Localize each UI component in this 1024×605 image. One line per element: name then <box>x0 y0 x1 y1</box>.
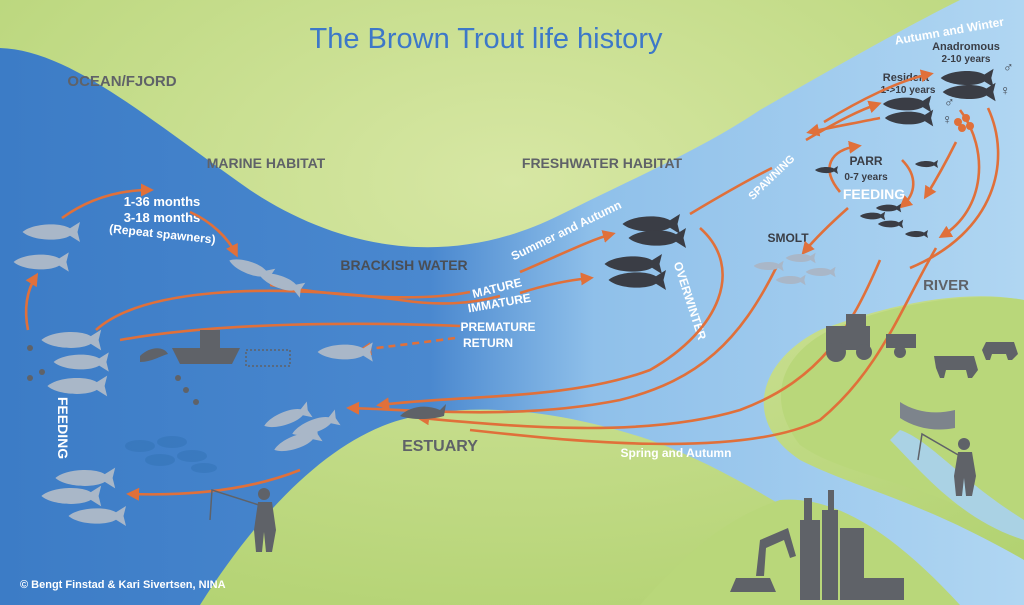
arrow-resident-back <box>806 116 881 137</box>
label-river: RIVER <box>923 277 969 294</box>
label-parr-age: 0-7 years <box>844 172 888 183</box>
angler-river-icon <box>917 432 976 496</box>
livestock-icons <box>934 342 1018 378</box>
label-resident: Resident <box>883 72 930 84</box>
label-premature: PREMATURE <box>460 320 535 334</box>
label-resident-age: 1->10 years <box>881 85 936 96</box>
arrow-immature <box>519 272 594 295</box>
otter-icon <box>400 404 446 419</box>
female-symbol-resident: ♀ <box>942 111 953 127</box>
industry-icons <box>730 490 904 600</box>
angler-marine-icon <box>209 488 276 552</box>
arrow-mature-upper <box>269 283 471 299</box>
pig-icon <box>982 342 1018 360</box>
excavator-icon <box>730 578 776 592</box>
arrow-marine-top-left <box>61 183 154 220</box>
marine-duration-1: 1-36 months <box>124 194 201 209</box>
tractor-icon <box>826 314 916 362</box>
eggs-icon <box>954 114 974 132</box>
arrow-marine-left-up <box>24 272 39 331</box>
marine-feeding-label: FEEDING <box>55 397 71 459</box>
factory-icon <box>800 520 820 600</box>
label-brackish-water: BRACKISH WATER <box>340 257 467 273</box>
arrow-eggs-down <box>923 141 958 200</box>
arrow-parr-loop-left <box>828 140 862 193</box>
arrow-outer-return <box>469 247 938 446</box>
label-freshwater-habitat: FRESHWATER HABITAT <box>522 155 683 171</box>
label-anadromous: Anadromous <box>932 41 1000 53</box>
label-return: RETURN <box>463 336 513 350</box>
arrow-overwinter <box>376 227 724 411</box>
marine-duration-2: 3-18 months <box>124 210 201 225</box>
arrow-marine-top-right <box>189 210 238 258</box>
dam-icon <box>900 402 955 430</box>
label-smolt: SMOLT <box>767 231 809 245</box>
arrow-marine-bottom <box>126 468 301 501</box>
arrow-fresh-spawning <box>689 166 773 216</box>
arrow-summer-autumn <box>519 230 616 274</box>
arrow-to-smolt <box>801 207 849 255</box>
arrow-kelt-2 <box>909 107 1000 270</box>
diagram-title: The Brown Trout life history <box>310 23 663 55</box>
female-symbol-anadromous: ♀ <box>1000 82 1011 98</box>
label-spring-autumn: Spring and Autumn <box>621 446 732 460</box>
arrow-to-anadromous <box>823 69 934 124</box>
parasite-icons <box>27 345 199 405</box>
boat-icon <box>172 330 291 367</box>
fish-farm-icons <box>125 436 217 473</box>
arrow-premature-line <box>119 322 461 342</box>
credit-text: © Bengt Finstad & Kari Sivertsen, NINA <box>20 579 226 591</box>
cow-icon <box>934 356 978 378</box>
label-parr: PARR <box>849 154 882 168</box>
male-symbol-anadromous: ♂ <box>1003 59 1014 75</box>
label-ocean-fjord: OCEAN/FJORD <box>67 73 176 90</box>
label-estuary: ESTUARY <box>402 438 478 455</box>
male-symbol-resident: ♂ <box>944 94 955 110</box>
arrow-parr-loop-right <box>899 159 915 209</box>
label-anadromous-age: 2-10 years <box>942 54 991 65</box>
label-river-feeding: FEEDING <box>843 186 905 202</box>
label-marine-habitat: MARINE HABITAT <box>207 155 326 171</box>
seal-icon <box>140 348 168 362</box>
